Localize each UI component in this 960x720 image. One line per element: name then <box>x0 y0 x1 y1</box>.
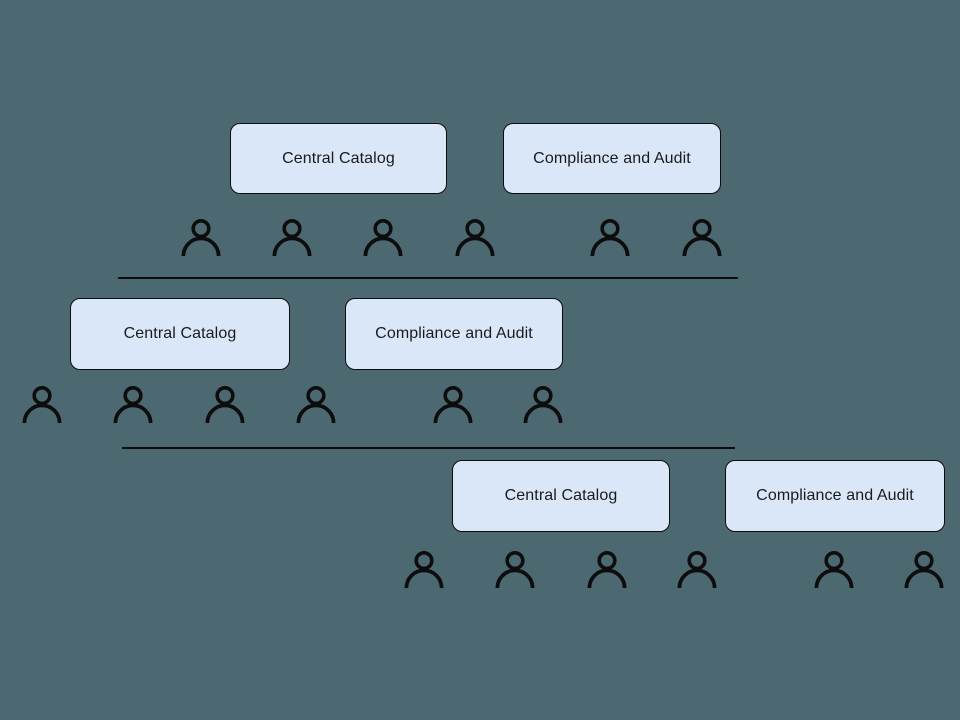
person-icon <box>294 386 338 424</box>
team-divider <box>118 277 738 279</box>
person-icon <box>521 386 565 424</box>
person-icon <box>203 386 247 424</box>
person-icon <box>361 219 405 257</box>
person-icon <box>402 551 446 589</box>
node-central-catalog[interactable]: Central Catalog <box>70 298 290 370</box>
person-icon <box>431 386 475 424</box>
node-label: Central Catalog <box>123 325 237 342</box>
node-compliance-and-audit[interactable]: Compliance and Audit <box>345 298 563 370</box>
person-icon <box>675 551 719 589</box>
node-compliance-and-audit[interactable]: Compliance and Audit <box>503 123 721 194</box>
person-icon <box>680 219 724 257</box>
node-label: Compliance and Audit <box>375 325 533 342</box>
person-icon <box>20 386 64 424</box>
person-icon <box>588 219 632 257</box>
person-icon <box>270 219 314 257</box>
person-icon <box>812 551 856 589</box>
person-icon <box>111 386 155 424</box>
person-icon <box>493 551 537 589</box>
node-label: Central Catalog <box>504 487 618 504</box>
person-icon <box>902 551 946 589</box>
node-label: Central Catalog <box>282 149 395 167</box>
node-compliance-and-audit[interactable]: Compliance and Audit <box>725 460 945 532</box>
node-label: Compliance and Audit <box>756 487 914 504</box>
person-icon <box>453 219 497 257</box>
team-divider <box>122 447 735 449</box>
node-central-catalog[interactable]: Central Catalog <box>230 123 447 194</box>
person-icon <box>585 551 629 589</box>
node-central-catalog[interactable]: Central Catalog <box>452 460 670 532</box>
node-label: Compliance and Audit <box>533 149 691 167</box>
person-icon <box>179 219 223 257</box>
